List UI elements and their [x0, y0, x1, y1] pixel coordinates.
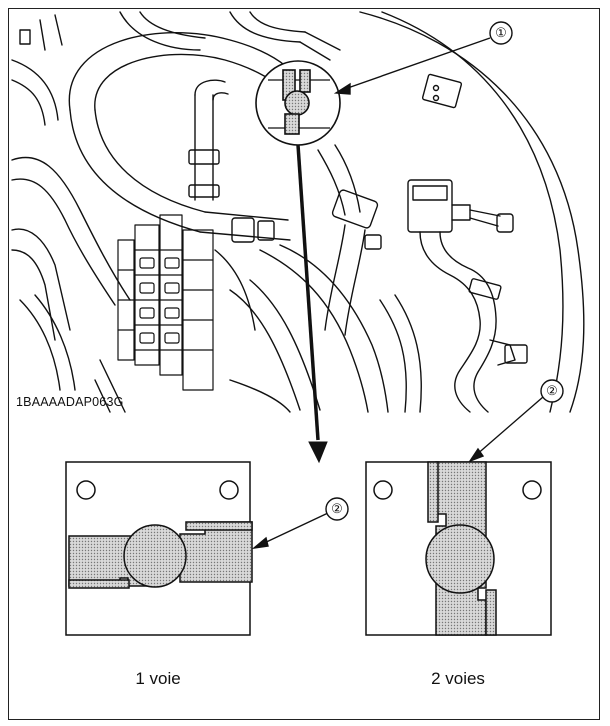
callout-2-leader-right: [468, 379, 564, 463]
callout-2-leader-left: [251, 497, 349, 550]
figure-code: 1BAAAADAP063G: [16, 395, 124, 409]
caption-single-way: 1 voie: [135, 669, 181, 688]
callout-1-leader: [333, 21, 513, 95]
down-arrow: [296, 144, 328, 464]
callout-1-label: ①: [495, 25, 507, 40]
callout-2-label-left: ②: [331, 501, 343, 516]
two-way-plate: [365, 461, 552, 636]
callout-2-label-right: ②: [546, 383, 558, 398]
caption-two-way: 2 voies: [431, 669, 485, 688]
single-way-plate: [65, 461, 253, 636]
fitting-detail-circle: [255, 60, 341, 146]
